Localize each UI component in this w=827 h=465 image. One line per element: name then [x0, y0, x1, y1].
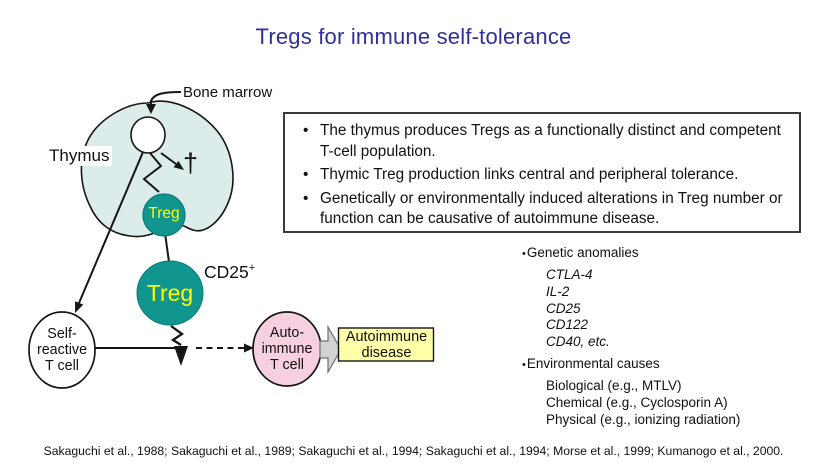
autoimmune-cell-label: Auto- immune T cell: [261, 325, 313, 374]
suppression-zigzag: [170, 325, 185, 346]
environmental-causes-group: Environmental causes Biological (e.g., M…: [522, 355, 741, 428]
cell-death-dagger-icon: †: [183, 148, 199, 178]
bone-marrow-arrowhead: [146, 104, 156, 114]
list-item: CTLA-4: [546, 267, 593, 282]
disease-box: [337, 327, 435, 362]
precursor-cell-circle: [130, 116, 166, 154]
cd25-label: CD25+: [204, 262, 256, 282]
list-item: IL-2: [546, 283, 570, 299]
key-point-item: Genetically or environmentally induced a…: [293, 189, 791, 230]
self-reactive-cell-circle: [28, 311, 96, 389]
selection-escape-arrowhead: [75, 301, 84, 313]
genetic-anomalies-group: Genetic anomalies CTLA-4 IL-2 CD25 CD122…: [522, 244, 740, 351]
genetic-anomalies-items: CTLA-4 IL-2 CD25 CD122 CD40, etc.: [546, 267, 740, 351]
treg-large-circle: [136, 260, 204, 326]
suppression-arrowhead: [174, 346, 188, 366]
self-reactive-cell-label: Self- reactive T cell: [36, 326, 88, 375]
selection-escape-arrow: [78, 151, 144, 304]
treg-export-line: [164, 232, 170, 263]
block-arrow: [319, 324, 342, 375]
page-title: Tregs for immune self-tolerance: [255, 24, 572, 49]
bone-marrow-label: Bone marrow: [183, 84, 273, 101]
environmental-causes-items: Biological (e.g., MTLV) Chemical (e.g., …: [546, 378, 740, 428]
environmental-causes-heading: Environmental causes: [522, 355, 740, 374]
cell-death-arrowhead: [173, 160, 184, 170]
list-item: Chemical (e.g., Cyclosporin A): [546, 394, 728, 410]
list-item: CD25: [546, 300, 581, 316]
cell-death-arrow: [160, 152, 177, 165]
progression-arrowhead: [244, 343, 254, 353]
citation-line: Sakaguchi et al., 1988; Sakaguchi et al.…: [43, 444, 784, 458]
treg-small-label: Treg: [148, 205, 180, 222]
key-point-item: The thymus produces Tregs as a functiona…: [293, 121, 791, 162]
treg-small-circle: [142, 193, 186, 237]
genetic-anomalies-heading: Genetic anomalies: [522, 244, 740, 263]
list-item: Biological (e.g., MTLV): [546, 377, 682, 393]
treg-large-label: Treg: [146, 280, 194, 306]
list-item: CD40, etc.: [546, 334, 610, 350]
thymus-label: Thymus: [46, 146, 113, 166]
list-item: Physical (e.g., ionizing radiation): [546, 411, 741, 427]
causes-list: Genetic anomalies CTLA-4 IL-2 CD25 CD122…: [522, 244, 741, 428]
autoimmune-disease-label: Autoimmune disease: [345, 328, 428, 361]
list-item: CD122: [546, 317, 589, 333]
key-points-box: The thymus produces Tregs as a functiona…: [283, 112, 801, 233]
key-point-item: Thymic Treg production links central and…: [293, 165, 791, 186]
treg-differentiation-zigzag: [142, 152, 163, 193]
bone-marrow-arrow: [150, 91, 182, 105]
